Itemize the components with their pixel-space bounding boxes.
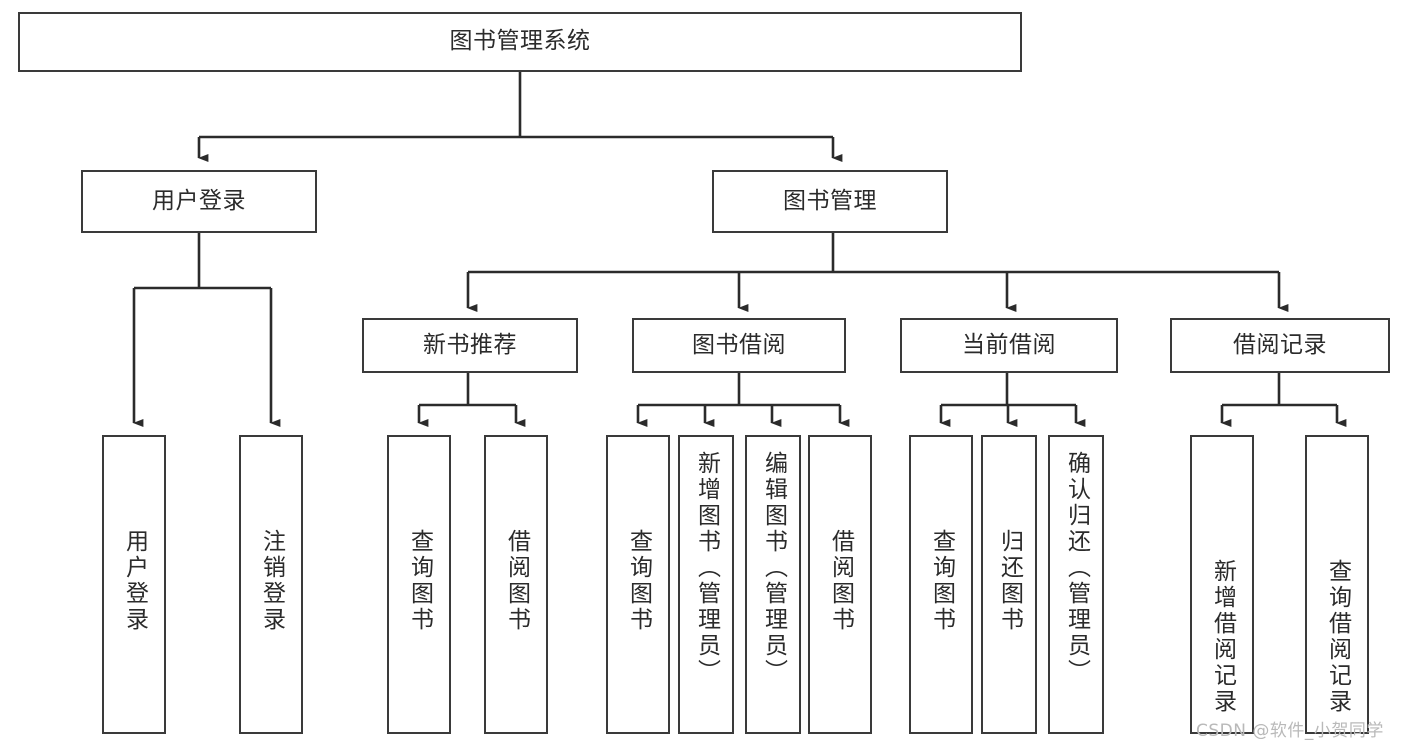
node-label-leaf-add-record: 新增借阅记录	[1209, 559, 1236, 715]
node-label-leaf-borrow-book-2: 借阅图书	[827, 529, 854, 633]
node-borrow-record[interactable]: 借阅记录	[1170, 318, 1390, 373]
node-label-leaf-logout-login: 注销登录	[258, 529, 285, 633]
node-leaf-edit-book[interactable]: 编辑图书（管理员）	[745, 435, 801, 734]
node-leaf-logout-login[interactable]: 注销登录	[239, 435, 303, 734]
node-label-leaf-query-book-3: 查询图书	[928, 529, 955, 633]
node-user-login[interactable]: 用户登录	[81, 170, 317, 233]
node-leaf-confirm-return[interactable]: 确认归还（管理员）	[1048, 435, 1104, 734]
node-leaf-user-login[interactable]: 用户登录	[102, 435, 166, 734]
node-leaf-add-book[interactable]: 新增图书（管理员）	[678, 435, 734, 734]
node-leaf-query-book-1[interactable]: 查询图书	[387, 435, 451, 734]
node-leaf-add-record[interactable]: 新增借阅记录	[1190, 435, 1254, 734]
node-label-book-borrow: 图书借阅	[692, 331, 786, 358]
node-book-manage[interactable]: 图书管理	[712, 170, 948, 233]
node-label-borrow-record: 借阅记录	[1233, 331, 1327, 358]
node-label-leaf-query-book-2: 查询图书	[625, 529, 652, 633]
node-leaf-query-record[interactable]: 查询借阅记录	[1305, 435, 1369, 734]
node-new-book-recommend[interactable]: 新书推荐	[362, 318, 578, 373]
node-root-book-management-system[interactable]: 图书管理系统	[18, 12, 1022, 72]
node-label-root: 图书管理系统	[449, 28, 591, 55]
node-label-leaf-user-login: 用户登录	[121, 529, 148, 633]
node-label-leaf-query-book-1: 查询图书	[406, 529, 433, 633]
node-label-leaf-confirm-return: 确认归还（管理员）	[1063, 451, 1090, 685]
node-current-borrow[interactable]: 当前借阅	[900, 318, 1118, 373]
node-label-leaf-borrow-book-1: 借阅图书	[503, 529, 530, 633]
node-label-book-manage: 图书管理	[783, 187, 877, 214]
node-label-leaf-query-record: 查询借阅记录	[1324, 559, 1351, 715]
node-label-leaf-return-book: 归还图书	[996, 529, 1023, 633]
node-leaf-query-book-2[interactable]: 查询图书	[606, 435, 670, 734]
node-book-borrow[interactable]: 图书借阅	[632, 318, 846, 373]
node-leaf-return-book[interactable]: 归还图书	[981, 435, 1037, 734]
node-leaf-query-book-3[interactable]: 查询图书	[909, 435, 973, 734]
node-leaf-borrow-book-1[interactable]: 借阅图书	[484, 435, 548, 734]
node-label-leaf-add-book: 新增图书（管理员）	[693, 451, 720, 685]
node-label-current-borrow: 当前借阅	[962, 331, 1056, 358]
node-label-leaf-edit-book: 编辑图书（管理员）	[760, 451, 787, 685]
node-label-user-login: 用户登录	[152, 187, 246, 214]
node-label-new-book-recommend: 新书推荐	[423, 331, 517, 358]
node-leaf-borrow-book-2[interactable]: 借阅图书	[808, 435, 872, 734]
csdn-watermark: CSDN @软件_小贺同学	[1196, 721, 1384, 741]
